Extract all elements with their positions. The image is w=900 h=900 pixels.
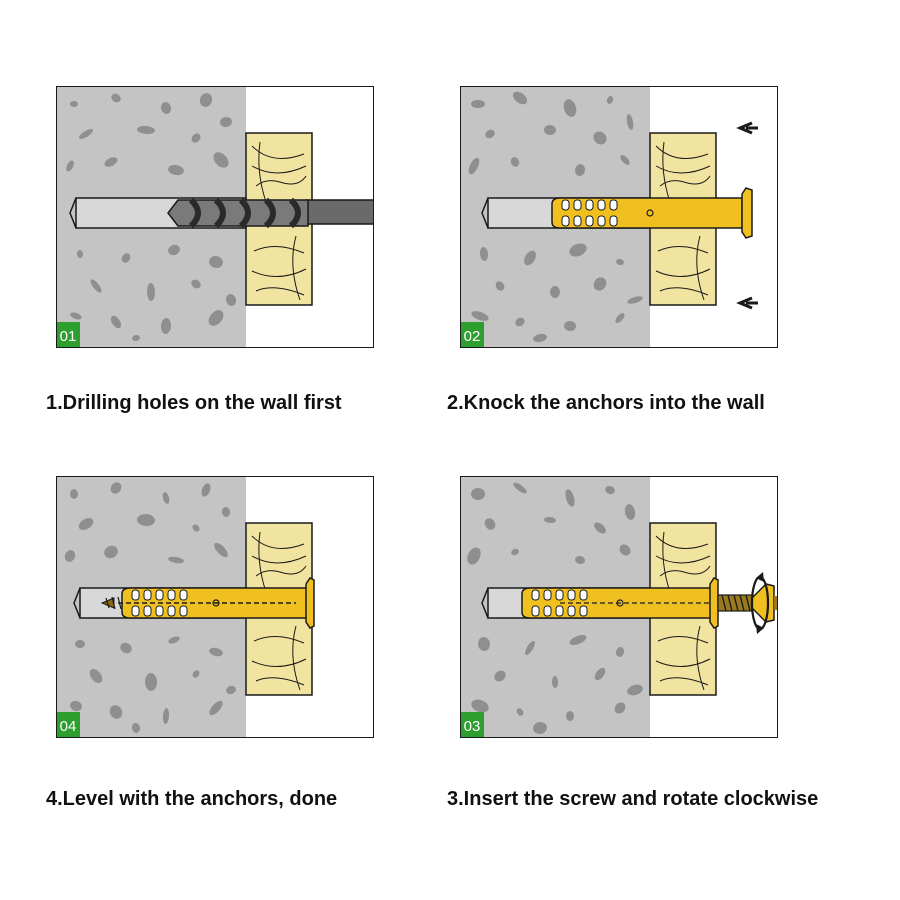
step-2-drawing: 02: [460, 86, 778, 348]
step-3-drawing: 03: [460, 476, 778, 738]
anchor-icon: [551, 187, 753, 239]
step-badge: [56, 712, 80, 738]
step-3-illustration: 03: [460, 476, 778, 738]
arrow-left-icon: [736, 121, 758, 310]
concrete-speckles: [468, 91, 643, 343]
step-badge-number: 01: [60, 328, 77, 345]
anchor-icon: [121, 577, 315, 629]
step-badge: [56, 322, 80, 348]
step-1-illustration: 01: [56, 86, 374, 348]
step-1-caption: 1.Drilling holes on the wall first: [46, 392, 342, 414]
step-2-illustration: 02: [460, 86, 778, 348]
step-1-drawing: 01: [56, 86, 374, 348]
anchor-icon: [521, 577, 719, 629]
step-4-illustration: 04: [56, 476, 374, 738]
step-4-caption: 4.Level with the anchors, done: [46, 788, 338, 810]
step-badge-number: 03: [464, 718, 481, 735]
step-badge-number: 02: [464, 328, 481, 345]
step-badge-number: 04: [60, 718, 77, 735]
concrete-speckles: [467, 482, 643, 735]
step-3-caption: 3.Insert the screw and rotate clockwise: [447, 788, 819, 810]
concrete-speckles: [64, 482, 236, 733]
step-badge: [460, 322, 484, 348]
step-4-drawing: 04: [56, 476, 374, 738]
screw-icon: [100, 596, 296, 610]
drill-bit-icon: [167, 197, 374, 229]
rotate-clockwise-icon: [750, 572, 770, 634]
step-2-caption: 2.Knock the anchors into the wall: [447, 392, 765, 414]
concrete-speckles: [66, 93, 237, 342]
step-badge: [460, 712, 484, 738]
